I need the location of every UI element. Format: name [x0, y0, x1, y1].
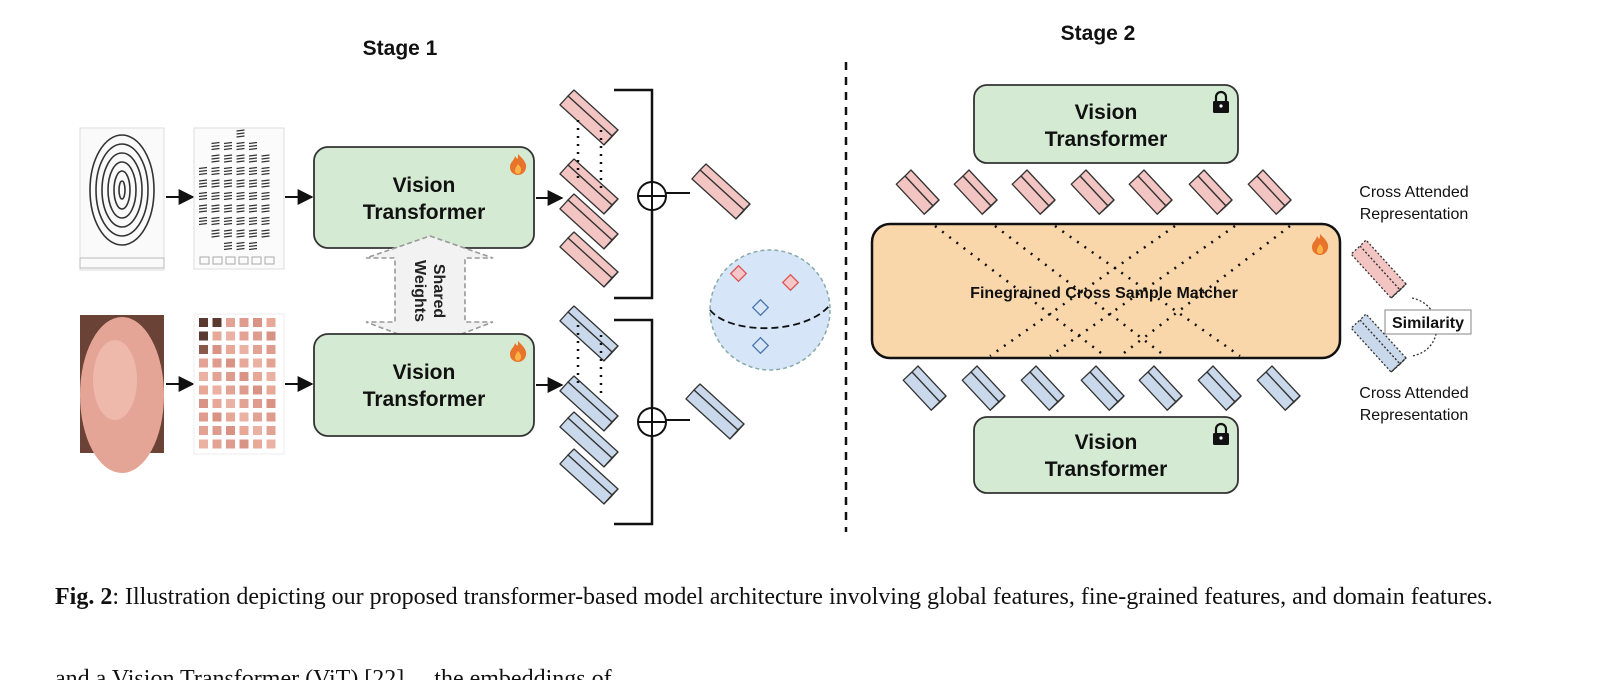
embedding-sphere: [709, 249, 831, 371]
shared-label: Shared: [430, 264, 447, 318]
stage2-vit-bottom: Vision Transformer: [973, 416, 1239, 494]
feature-token: [559, 375, 619, 432]
plus-circle-icon: [637, 407, 667, 437]
plus-circle-icon: [637, 181, 667, 211]
feature-token: [1070, 169, 1115, 215]
feature-token: [1188, 169, 1233, 215]
shared-weights-arrow: Shared Weights: [365, 235, 494, 347]
weights-label: Weights: [411, 260, 428, 322]
stage2-top-tokens: [895, 169, 1292, 215]
feature-token: [691, 163, 751, 220]
vit-label: Transformer: [363, 201, 486, 224]
vit-label: Transformer: [363, 388, 486, 411]
feature-token: [1080, 365, 1125, 411]
stage1-output-tokens: [685, 163, 751, 440]
vit-label: Vision: [393, 361, 456, 384]
feature-token: [1350, 239, 1407, 299]
body-text-partial: and a Vision Transformer (ViT) [22] ... …: [55, 666, 612, 680]
finger-photo-image: [80, 315, 164, 473]
fingerprint-patches: [193, 127, 285, 270]
stage1-title: Stage 1: [363, 37, 438, 60]
feature-token: [1256, 365, 1301, 411]
cross-sample-matcher: Finegrained Cross Sample Matcher: [870, 222, 1342, 360]
feature-token: [559, 411, 619, 468]
feature-token: [902, 365, 947, 411]
cross-top-label: Representation: [1360, 206, 1469, 223]
feature-token: [559, 448, 619, 505]
finger-photo-patches: [193, 313, 285, 455]
vit-label: Transformer: [1045, 128, 1168, 151]
architecture-diagram: Stage 1 Vision Transformer Shared Weight…: [79, 22, 1472, 532]
stage2-bottom-tokens: [902, 365, 1301, 411]
feature-token: [559, 305, 619, 362]
feature-token: [953, 169, 998, 215]
feature-token: [1247, 169, 1292, 215]
vit-label: Vision: [1075, 101, 1138, 124]
stage1-token-stacks: [559, 89, 619, 505]
feature-token: [1350, 313, 1407, 373]
feature-token: [1128, 169, 1173, 215]
caption-text: : Illustration depicting our proposed tr…: [112, 584, 1493, 610]
feature-token: [1011, 169, 1056, 215]
feature-token: [559, 193, 619, 250]
fingerprint-image: [79, 127, 165, 271]
similarity-badge: Similarity: [1384, 309, 1472, 335]
figure-caption: Fig. 2: Illustration depicting our propo…: [55, 580, 1575, 614]
cross-bottom-label: Representation: [1360, 407, 1469, 424]
stage1-vit-top: Vision Transformer: [313, 146, 535, 249]
stage2-title: Stage 2: [1061, 22, 1136, 45]
feature-token: [1138, 365, 1183, 411]
stage1-vit-bottom: Vision Transformer: [313, 333, 535, 437]
vit-label: Transformer: [1045, 458, 1168, 481]
vit-label: Vision: [393, 174, 456, 197]
similarity-label: Similarity: [1392, 315, 1464, 332]
feature-token: [559, 89, 619, 146]
feature-token: [895, 169, 940, 215]
feature-token: [685, 383, 745, 440]
feature-token: [1197, 365, 1242, 411]
cross-attended-tokens: [1350, 239, 1407, 373]
stage2-vit-top: Vision Transformer: [973, 84, 1239, 164]
matcher-label: Finegrained Cross Sample Matcher: [970, 285, 1238, 302]
vit-label: Vision: [1075, 431, 1138, 454]
feature-token: [1020, 365, 1065, 411]
feature-token: [559, 158, 619, 215]
feature-token: [559, 231, 619, 288]
feature-token: [961, 365, 1006, 411]
cross-top-label: Cross Attended: [1359, 184, 1468, 201]
caption-label: Fig. 2: [55, 584, 113, 610]
cross-bottom-label: Cross Attended: [1359, 385, 1468, 402]
